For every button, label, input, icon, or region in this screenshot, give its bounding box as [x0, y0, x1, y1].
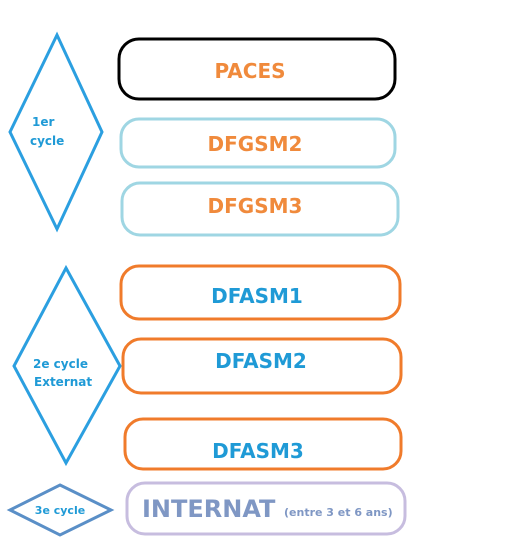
stage-dfasm2-label: DFASM2 — [215, 349, 307, 373]
stage-dfasm3-box — [123, 417, 403, 471]
stage-paces: PACES — [117, 37, 397, 101]
stage-paces-label: PACES — [214, 59, 285, 83]
cycle-1-group: 1er cycle — [8, 31, 104, 233]
stage-internat-box — [125, 481, 407, 536]
stage-paces-box — [117, 37, 397, 101]
stage-dfasm2-box — [121, 337, 403, 395]
cycle-2-diamond — [12, 264, 122, 467]
stage-dfgsm3: DFGSM3 — [120, 181, 400, 237]
stage-dfasm1: DFASM1 — [119, 264, 402, 321]
stage-internat-note: (entre 3 et 6 ans) — [284, 506, 393, 519]
stage-internat-label: INTERNAT — [142, 495, 276, 523]
cycle-1-label-line1: 1er — [32, 115, 54, 129]
cycle-2-group: 2e cycle Externat — [12, 264, 122, 467]
stage-dfasm3: DFASM3 — [123, 417, 403, 471]
stage-dfasm1-box — [119, 264, 402, 321]
cycle-3-label: 3e cycle — [35, 504, 85, 517]
cycle-2-label-line2: Externat — [34, 375, 92, 389]
stage-dfgsm2: DFGSM2 — [119, 117, 397, 169]
stage-dfgsm2-label: DFGSM2 — [208, 132, 303, 156]
stage-internat: INTERNAT (entre 3 et 6 ans) — [125, 481, 407, 536]
stage-dfgsm3-box — [120, 181, 400, 237]
cycle-2-label-line1: 2e cycle — [33, 357, 88, 371]
stage-dfgsm3-label: DFGSM3 — [208, 194, 303, 218]
cycle-3-diamond — [6, 483, 115, 537]
stage-dfasm2: DFASM2 — [121, 337, 403, 395]
cycle-1-diamond — [8, 31, 104, 233]
cycle-3-group: 3e cycle — [6, 483, 115, 537]
stage-dfasm3-label: DFASM3 — [212, 439, 304, 463]
stage-dfasm1-label: DFASM1 — [211, 284, 303, 308]
stage-dfgsm2-box — [119, 117, 397, 169]
cycle-1-label-line2: cycle — [30, 134, 64, 148]
